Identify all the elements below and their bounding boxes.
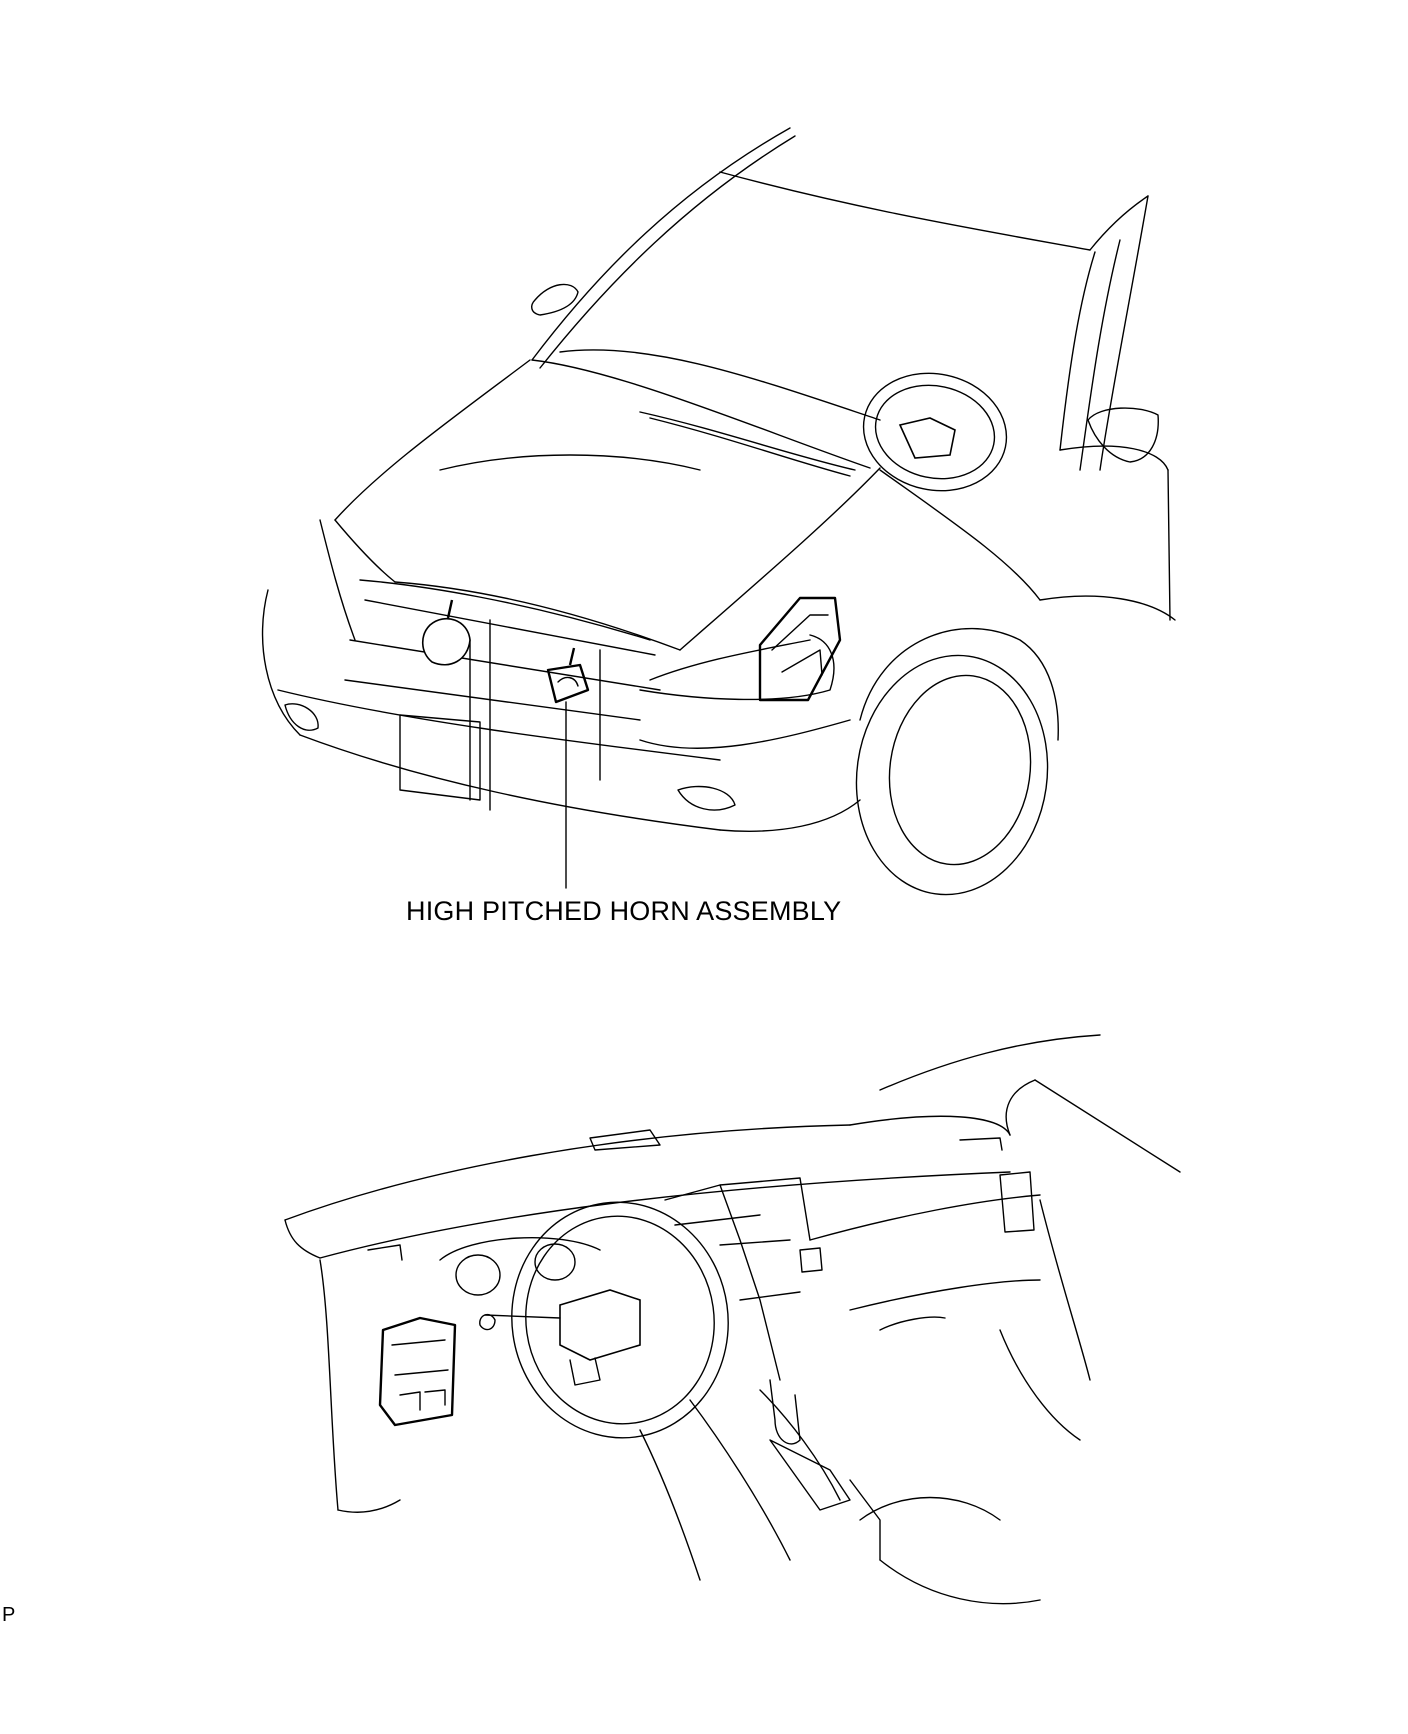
high-pitched-horn-label: HIGH PITCHED HORN ASSEMBLY [406, 896, 842, 926]
high-pitched-horn-part [546, 647, 590, 704]
instrument-panel-illustration [284, 1034, 1181, 1605]
diagram-code: P [2, 1604, 16, 1626]
vehicle-front-illustration [261, 127, 1176, 896]
